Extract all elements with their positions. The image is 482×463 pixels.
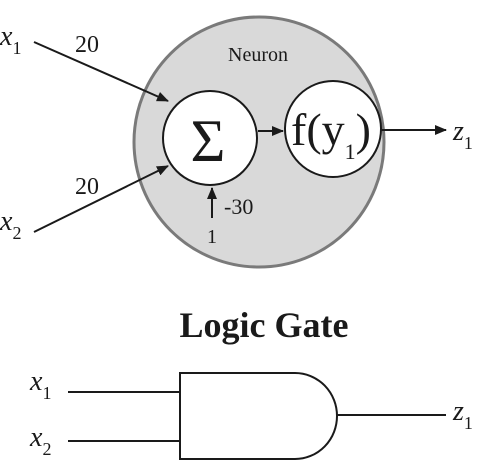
sigma-symbol: Σ	[191, 108, 226, 174]
input-1-sub: 1	[12, 38, 21, 58]
input-2-var: x	[0, 206, 13, 237]
activation-function-label: f(y1)	[291, 104, 371, 164]
input-2-sub: 2	[12, 223, 21, 243]
logic-gate-title: Logic Gate	[180, 305, 349, 345]
output-label: z1	[452, 116, 473, 153]
input-1-weight: 20	[75, 32, 99, 58]
output-sub: 1	[464, 133, 473, 153]
activation-subscript: 1	[345, 139, 356, 164]
input-2-weight: 20	[75, 174, 99, 200]
input-1-label: x1	[0, 21, 21, 58]
activation-f: f(y	[291, 104, 345, 155]
gate-input-2-label: x2	[29, 422, 51, 459]
and-gate-shape	[179, 372, 338, 460]
gate-input-2-var: x	[29, 422, 43, 453]
gate-input-1-label: x1	[29, 366, 51, 403]
bias-weight: -30	[224, 194, 253, 219]
input-1-var: x	[0, 21, 13, 52]
gate-output-label: z1	[452, 396, 473, 433]
output-var: z	[452, 116, 464, 147]
neuron-label: Neuron	[228, 44, 288, 66]
neuron-body	[132, 15, 386, 269]
input-2-arrow	[33, 165, 169, 233]
activation-close-paren: )	[356, 104, 371, 155]
gate-input-2-sub: 2	[42, 439, 51, 459]
input-1-arrow	[33, 41, 169, 102]
bias-input: 1	[207, 226, 217, 248]
gate-input-1-var: x	[29, 366, 43, 397]
input-2-label: x2	[0, 206, 21, 243]
summation-node	[162, 90, 258, 186]
gate-output-sub: 1	[464, 413, 473, 433]
gate-input-1-sub: 1	[42, 383, 51, 403]
gate-output-var: z	[452, 396, 464, 427]
